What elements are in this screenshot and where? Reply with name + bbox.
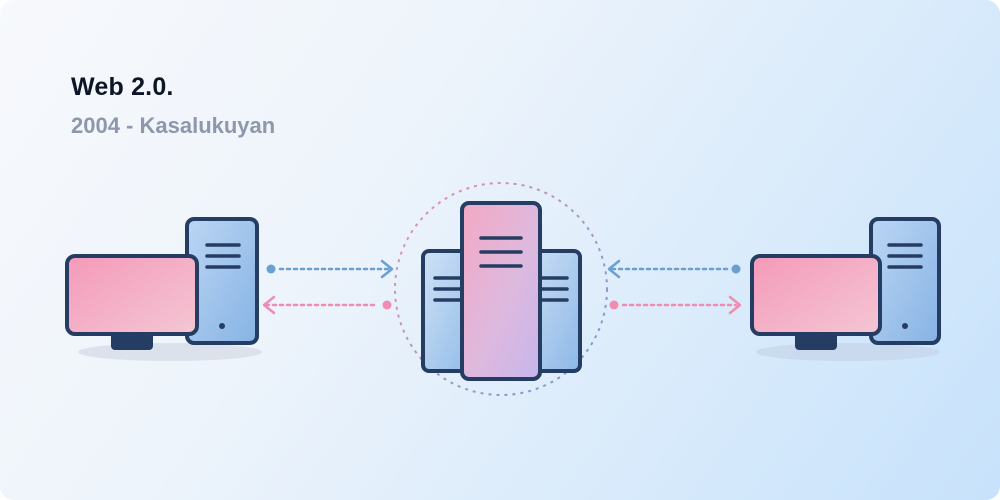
client-computer-right bbox=[750, 217, 941, 361]
tower-icon bbox=[185, 217, 259, 345]
arrowhead-icon bbox=[380, 259, 394, 279]
server-main-icon bbox=[460, 201, 542, 381]
connection-server-to-left bbox=[262, 295, 392, 315]
connection-left-to-server bbox=[266, 259, 394, 279]
computer-shadow bbox=[78, 343, 262, 361]
arrowhead-icon bbox=[262, 295, 276, 315]
monitor-icon bbox=[65, 254, 199, 350]
server-boundary-circle bbox=[394, 182, 608, 396]
monitor-icon bbox=[750, 254, 882, 350]
arrowhead-icon bbox=[607, 259, 621, 279]
client-computer-left bbox=[65, 217, 262, 361]
page-subtitle: 2004 - Kasalukuyan bbox=[71, 113, 276, 138]
connection-right-to-server bbox=[607, 259, 741, 279]
computer-shadow bbox=[756, 343, 940, 361]
tower-icon bbox=[869, 217, 941, 345]
arrowhead-icon bbox=[728, 295, 742, 315]
page-title: Web 2.0. bbox=[71, 73, 174, 101]
connection-server-to-right bbox=[609, 295, 742, 315]
central-server bbox=[394, 182, 608, 396]
